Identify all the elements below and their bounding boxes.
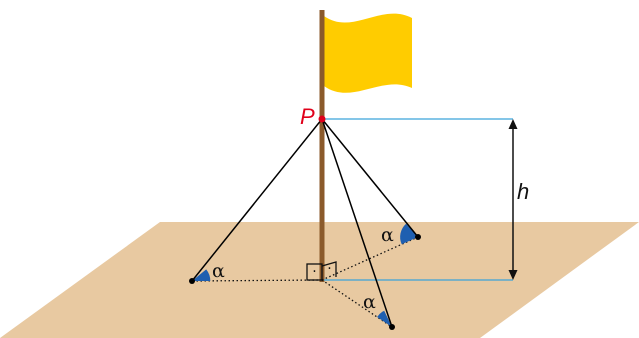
guy-wire-left: [191, 118, 323, 282]
point-p-marker: [318, 115, 326, 123]
angle-marker-right: [400, 223, 418, 245]
flag: [324, 13, 412, 93]
angle-marker-left: [192, 269, 211, 281]
guy-wire-right: [321, 118, 419, 238]
guy-wire-front: [321, 118, 393, 328]
ground-line-right: [321, 236, 419, 281]
angle-label-left: α: [212, 260, 225, 282]
height-arrow-head-bottom: [508, 270, 518, 280]
anchor-point-right: [415, 234, 421, 240]
angle-label-right: α: [381, 224, 394, 246]
angle-label-front: α: [363, 291, 376, 313]
right-angle-box-right: [321, 261, 337, 277]
right-angle-box-left: [306, 263, 323, 281]
point-p-label: P: [300, 104, 315, 129]
height-label: h: [517, 179, 529, 204]
anchor-point-left: [189, 278, 195, 284]
right-angle-dot-right: ·: [327, 261, 331, 277]
right-angle-dot-left: ·: [312, 264, 316, 280]
ground-line-left: [191, 279, 323, 282]
anchor-point-front: [389, 324, 395, 330]
angle-marker-front: [377, 310, 392, 327]
height-arrow-head-top: [508, 119, 518, 129]
